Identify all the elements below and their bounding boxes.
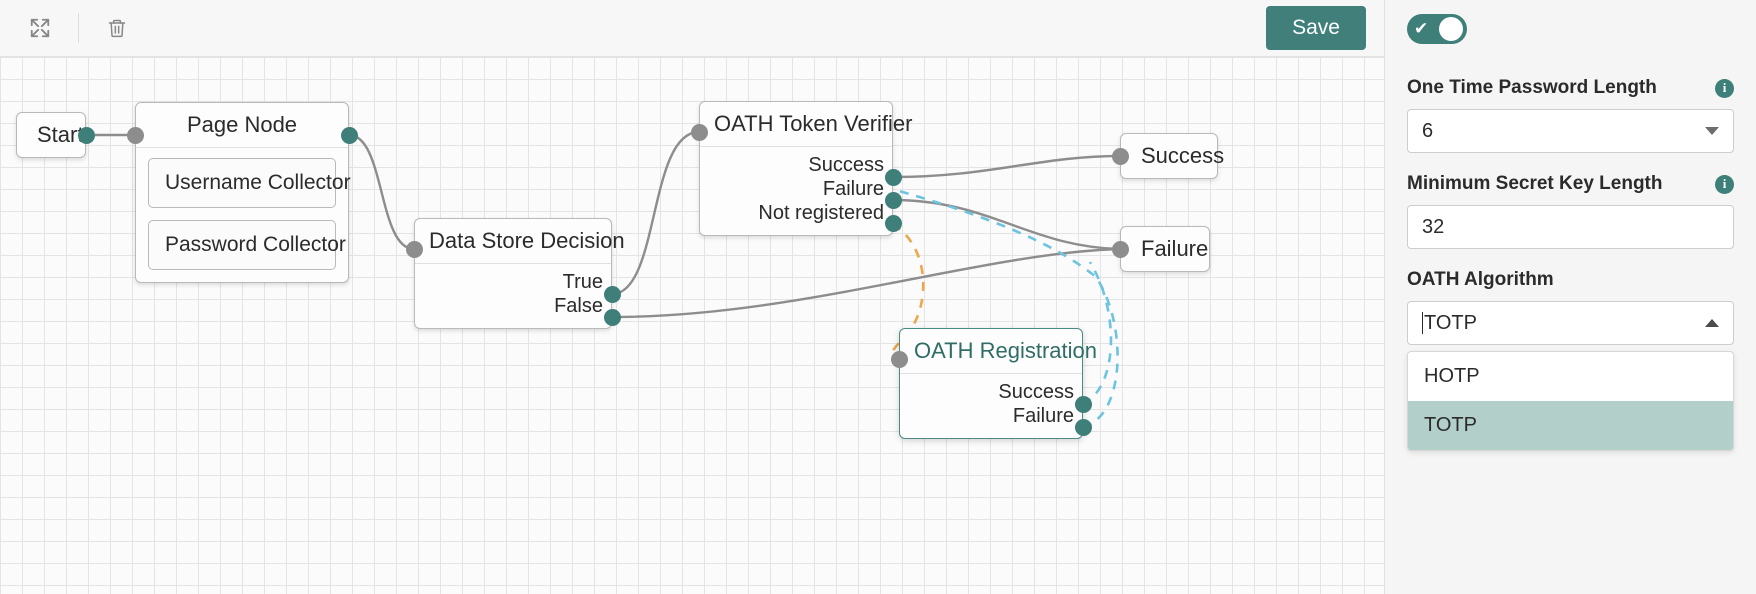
- editor-toolbar: Save: [0, 0, 1384, 57]
- port-label-false: False: [554, 294, 603, 317]
- toggle-knob: [1439, 16, 1463, 41]
- node-oath-token-verifier[interactable]: OATH Token Verifier Success Failure Not …: [699, 101, 912, 236]
- node-failure[interactable]: Failure: [1120, 226, 1210, 272]
- port-row-verifier-failure[interactable]: Failure: [700, 177, 892, 201]
- port-verifier-failure[interactable]: [885, 192, 902, 209]
- value-oath-algorithm: TOTP: [1424, 311, 1477, 334]
- port-page-input[interactable]: [127, 127, 144, 144]
- port-failure-input[interactable]: [1112, 241, 1129, 258]
- edge-false-to-failure: [611, 247, 1121, 319]
- combobox-oath-algorithm[interactable]: TOTP: [1407, 301, 1734, 345]
- port-decision-false[interactable]: [604, 309, 621, 326]
- node-decision-ports: True False: [415, 264, 611, 328]
- port-page-output[interactable]: [341, 127, 358, 144]
- properties-panel: ✔ One Time Password Length i 6 Minimum S…: [1384, 0, 1756, 594]
- save-button[interactable]: Save: [1266, 6, 1366, 50]
- node-enabled-toggle[interactable]: ✔: [1407, 13, 1467, 44]
- node-registration-title: OATH Registration: [900, 329, 1097, 374]
- port-label-verifier-not-registered: Not registered: [758, 201, 884, 224]
- port-label-registration-success: Success: [998, 380, 1074, 403]
- port-row-verifier-success[interactable]: Success: [700, 153, 892, 177]
- edge-page-to-decision: [348, 133, 415, 251]
- select-one-time-password-length[interactable]: 6: [1407, 109, 1734, 153]
- edge-registration-success-dashed: [1082, 261, 1113, 406]
- dropdown-option-totp[interactable]: TOTP: [1408, 401, 1733, 450]
- chevron-up-icon[interactable]: [1705, 319, 1719, 327]
- dropdown-option-hotp[interactable]: HOTP: [1424, 365, 1480, 387]
- node-data-store-decision[interactable]: Data Store Decision True False: [414, 218, 625, 329]
- text-caret: [1422, 312, 1423, 334]
- node-verifier-title: OATH Token Verifier: [700, 102, 912, 147]
- field-one-time-password-length: One Time Password Length i 6: [1407, 77, 1734, 153]
- port-start-output[interactable]: [78, 127, 95, 144]
- port-row-registration-failure[interactable]: Failure: [900, 404, 1082, 428]
- trash-icon[interactable]: [95, 8, 139, 48]
- port-success-input[interactable]: [1112, 148, 1129, 165]
- port-row-false[interactable]: False: [415, 294, 611, 318]
- node-registration-ports: Success Failure: [900, 374, 1082, 438]
- port-row-registration-success[interactable]: Success: [900, 380, 1082, 404]
- port-registration-success[interactable]: [1075, 396, 1092, 413]
- field-minimum-secret-key-length: Minimum Secret Key Length i 32: [1407, 173, 1734, 249]
- node-oath-registration[interactable]: OATH Registration Success Failure: [899, 328, 1097, 439]
- port-verifier-success[interactable]: [885, 169, 902, 186]
- toolbar-divider: [78, 13, 79, 43]
- child-password-collector[interactable]: Password Collector: [148, 220, 346, 270]
- panel-toggle-row: ✔: [1407, 0, 1734, 57]
- port-decision-true[interactable]: [604, 286, 621, 303]
- value-minimum-secret-key-length: 32: [1422, 215, 1445, 238]
- edge-true-to-verifier: [611, 130, 700, 296]
- port-row-true[interactable]: True: [415, 270, 611, 294]
- label-one-time-password-length: One Time Password Length: [1407, 77, 1657, 98]
- info-icon-minimum-secret-key-length[interactable]: i: [1715, 174, 1734, 194]
- port-label-verifier-failure: Failure: [822, 177, 884, 200]
- node-success-title: Success: [1141, 143, 1225, 168]
- node-page-title: Page Node: [136, 103, 348, 148]
- node-verifier-ports: Success Failure Not registered: [700, 147, 892, 235]
- dropdown-oath-algorithm[interactable]: HOTP TOTP: [1407, 351, 1734, 451]
- port-label-registration-failure: Failure: [1012, 404, 1074, 427]
- node-decision-title: Data Store Decision: [415, 219, 625, 264]
- node-page[interactable]: Page Node Username Collector Password Co…: [135, 102, 351, 283]
- label-minimum-secret-key-length: Minimum Secret Key Length: [1407, 173, 1663, 194]
- node-page-body: Username Collector Password Collector: [136, 148, 351, 282]
- edge-verifier-success: [892, 154, 1121, 179]
- editor-area: Save: [0, 0, 1384, 594]
- field-oath-algorithm: OATH Algorithm TOTP HOTP TOTP: [1407, 269, 1734, 451]
- child-username-collector[interactable]: Username Collector: [148, 158, 351, 208]
- label-oath-algorithm: OATH Algorithm: [1407, 269, 1554, 290]
- node-success[interactable]: Success: [1120, 133, 1225, 179]
- port-registration-input[interactable]: [891, 351, 908, 368]
- port-label-true: True: [562, 270, 603, 293]
- value-one-time-password-length: 6: [1422, 119, 1434, 142]
- node-failure-title: Failure: [1141, 236, 1209, 261]
- node-start-title: Start: [37, 122, 84, 147]
- chevron-down-icon[interactable]: [1705, 127, 1719, 135]
- port-label-verifier-success: Success: [808, 153, 884, 176]
- port-verifier-input[interactable]: [691, 124, 708, 141]
- node-start[interactable]: Start: [16, 112, 86, 158]
- input-minimum-secret-key-length[interactable]: 32: [1407, 205, 1734, 249]
- port-registration-failure[interactable]: [1075, 419, 1092, 436]
- flow-canvas[interactable]: Start Page Node Username Collector Passw…: [0, 57, 1384, 594]
- expand-arrows-icon[interactable]: [18, 8, 62, 48]
- port-row-verifier-not-registered[interactable]: Not registered: [700, 201, 892, 225]
- port-verifier-not-registered[interactable]: [885, 215, 902, 232]
- check-icon: ✔: [1414, 19, 1429, 38]
- port-decision-input[interactable]: [406, 241, 423, 258]
- info-icon-one-time-password-length[interactable]: i: [1715, 78, 1734, 98]
- edge-verifier-failure: [892, 198, 1121, 251]
